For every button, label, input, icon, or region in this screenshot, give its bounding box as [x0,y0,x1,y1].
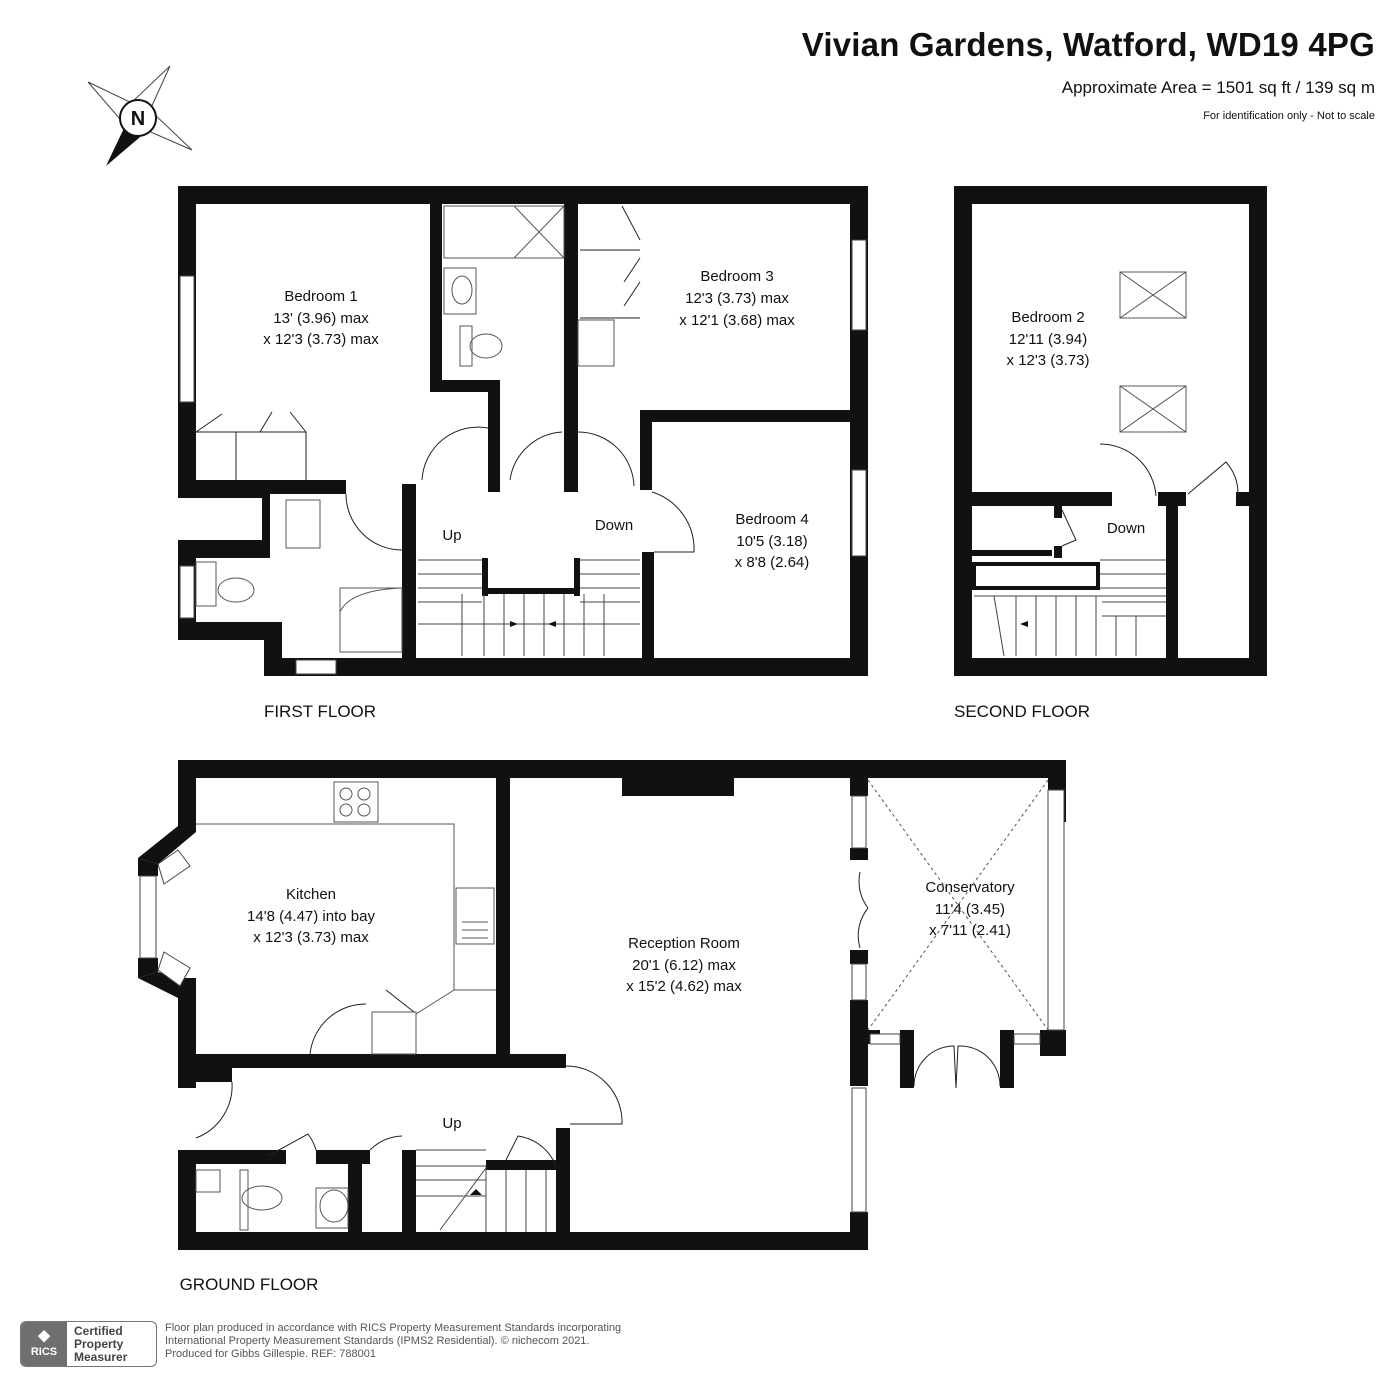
footer-line: Produced for Gibbs Gillespie. REF: 78800… [165,1348,376,1360]
room-name: Bedroom 3 [700,268,773,285]
room-name: Bedroom 2 [1011,309,1084,326]
floor-label-first: FIRST FLOOR [264,702,376,721]
ground-floor-plan [138,760,1066,1250]
room-dimension: x 15'2 (4.62) max [626,978,742,995]
room-bedroom-4: Bedroom 4 10'5 (3.18) x 8'8 (2.64) [735,511,810,571]
header: Vivian Gardens, Watford, WD19 4PG Approx… [802,26,1375,122]
stairs-down-label: Down [1107,520,1145,537]
floor-label-second: SECOND FLOOR [954,702,1090,721]
second-floor-plan [954,186,1267,676]
room-dimension: x 12'3 (3.73) [1007,352,1090,369]
rics-logo-text: RICS [30,1346,58,1358]
rics-logo-icon: ❖ RICS [21,1322,67,1366]
stairs-down-label: Down [595,517,633,534]
room-dimension: x 8'8 (2.64) [735,554,810,571]
footer-line: Floor plan produced in accordance with R… [165,1322,622,1334]
badge-line: Measurer [74,1349,128,1364]
footer-credits: Floor plan produced in accordance with R… [165,1322,621,1361]
rics-badge-text: Certified Property Measurer [67,1323,128,1364]
compass-icon: N [87,65,193,166]
room-dimension: x 12'3 (3.73) max [253,929,369,946]
room-dimension: 12'11 (3.94) [1009,331,1087,348]
room-kitchen: Kitchen 14'8 (4.47) into bay x 12'3 (3.7… [247,886,375,946]
room-dimension: 14'8 (4.47) into bay [247,908,375,925]
room-name: Bedroom 1 [284,288,357,305]
room-bedroom-2: Bedroom 2 12'11 (3.94) x 12'3 (3.73) [1007,309,1090,369]
badge-line: Certified [74,1323,123,1338]
room-name: Bedroom 4 [735,511,808,528]
rics-badge: ❖ RICS Certified Property Measurer [20,1321,157,1367]
compass-north-label: N [131,108,145,130]
room-name: Kitchen [286,886,336,903]
property-title: Vivian Gardens, Watford, WD19 4PG [801,26,1375,63]
room-dimension: 20'1 (6.12) max [632,957,736,974]
room-name: Reception Room [628,935,740,952]
room-bedroom-1: Bedroom 1 13' (3.96) max x 12'3 (3.73) m… [263,288,379,348]
floor-label-ground: GROUND FLOOR [180,1275,319,1294]
room-bedroom-3: Bedroom 3 12'3 (3.73) max x 12'1 (3.68) … [679,268,795,329]
disclaimer-note: For identification only - Not to scale [1203,110,1375,122]
room-dimension: 10'5 (3.18) [736,533,807,550]
first-floor-plan [178,186,868,676]
room-dimension: x 12'3 (3.73) max [263,331,379,348]
stairs-up-label: Up [442,527,461,544]
badge-line: Property [74,1336,124,1351]
room-conservatory: Conservatory 11'4 (3.45) x 7'11 (2.41) [925,879,1015,939]
approximate-area: Approximate Area = 1501 sq ft / 139 sq m [1061,78,1375,97]
footer-line: International Property Measurement Stand… [165,1335,590,1347]
room-name: Conservatory [925,879,1015,896]
room-reception: Reception Room 20'1 (6.12) max x 15'2 (4… [626,935,742,995]
stairs-up-label: Up [442,1115,461,1132]
room-dimension: 12'3 (3.73) max [685,290,789,307]
room-dimension: x 12'1 (3.68) max [679,312,795,329]
room-dimension: x 7'11 (2.41) [929,922,1011,939]
room-dimension: 13' (3.96) max [273,310,369,327]
room-dimension: 11'4 (3.45) [935,901,1005,918]
